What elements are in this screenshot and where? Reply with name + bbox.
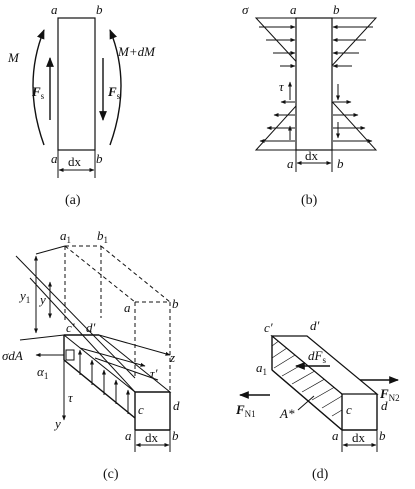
- a-corner-bottom-right: b: [96, 151, 103, 166]
- c-cprime-label: c′: [66, 320, 75, 335]
- dx-label-c: dx: [145, 430, 159, 445]
- c-y1-label: y1: [18, 288, 30, 305]
- d-cprime-label: c′: [264, 320, 273, 335]
- c-b1-label: b1: [97, 228, 108, 245]
- c-y-label: y: [38, 292, 46, 307]
- c-a-bottom: a: [125, 428, 132, 443]
- caption-a: (a): [65, 193, 81, 208]
- d-FN1-label: FN1: [235, 402, 256, 419]
- b-corner-bottom-left: a: [287, 156, 294, 171]
- a-corner-top-left: a: [51, 2, 58, 17]
- b-corner-bottom-right: b: [337, 156, 344, 171]
- d-dprime-label: d′: [310, 318, 320, 333]
- moment-arrow-left: [32, 29, 45, 146]
- d-a1-label: a1: [256, 360, 267, 377]
- sigma-label-b: σ: [242, 2, 249, 17]
- moment-arrow-right: [109, 29, 122, 146]
- c-sigma-dA-label: σdA: [2, 348, 23, 363]
- c-tau-label: τ: [68, 390, 74, 405]
- dashed-upper-prism: [64, 245, 171, 430]
- caption-b: (b): [301, 193, 318, 208]
- c-dprime-label: d′: [86, 320, 96, 335]
- diagram-b: σ τ a b a b dx (b): [242, 2, 378, 208]
- a-corner-bottom-left: a: [51, 151, 58, 166]
- z-axis: [98, 334, 171, 356]
- c-z-label: z: [169, 350, 175, 365]
- a-corner-top-right: b: [96, 2, 103, 17]
- shear-arrows-faces: [288, 81, 340, 140]
- dx-label-b: dx: [305, 148, 319, 163]
- d-Astar-label: A*: [279, 406, 295, 421]
- c-a-mid: a: [124, 300, 131, 315]
- caption-d: (d): [312, 467, 329, 482]
- c-d-label: d: [173, 398, 180, 413]
- shear-label-right: Fs: [107, 84, 121, 101]
- b-corner-top-right: b: [333, 2, 340, 17]
- d-b-bottom: b: [379, 428, 386, 443]
- c-b-right: b: [172, 296, 179, 311]
- dx-label-a: dx: [68, 154, 82, 169]
- c-a1-label: a1: [60, 228, 71, 245]
- dx-label-d: dx: [352, 430, 366, 445]
- diagram-d: c′ d′ a1 dFs FN1 FN2 A* c d a b dx (d): [235, 318, 400, 482]
- d-FN2-label: FN2: [379, 386, 400, 403]
- caption-c: (c): [103, 467, 119, 482]
- stress-arrows-left: [259, 25, 296, 143]
- moment-label-right: M+dM: [117, 44, 156, 59]
- c-b-bottom: b: [172, 428, 179, 443]
- c-alpha1-label: α1: [37, 364, 48, 381]
- d-c-label: c: [346, 402, 352, 417]
- moment-label-left: M: [7, 50, 20, 65]
- lower-slab-c: [62, 334, 172, 431]
- shear-arrows-c: [78, 347, 159, 414]
- tau-label-b: τ: [279, 79, 285, 94]
- d-dFs-label: dFs: [308, 348, 326, 365]
- b-corner-top-left: a: [290, 2, 297, 17]
- d-d-label: d: [381, 398, 388, 413]
- shear-label-left: Fs: [31, 84, 45, 101]
- top-face-d: [270, 335, 379, 395]
- diagram-a: a b a b M M+dM Fs Fs dx (a): [7, 2, 156, 208]
- d-a-bottom: a: [332, 428, 339, 443]
- c-c-label: c: [138, 402, 144, 417]
- stress-arrows-right: [332, 25, 373, 143]
- beam-element-a: [57, 17, 96, 151]
- beam-element-b: [295, 17, 333, 151]
- c-y-axis-label: y: [53, 416, 61, 431]
- diagram-c: a1 b1 b a y1 y c′ d′ σdA α1 z τ′ τ c d y…: [2, 228, 180, 482]
- c-tau-prime-label: τ′: [150, 366, 158, 381]
